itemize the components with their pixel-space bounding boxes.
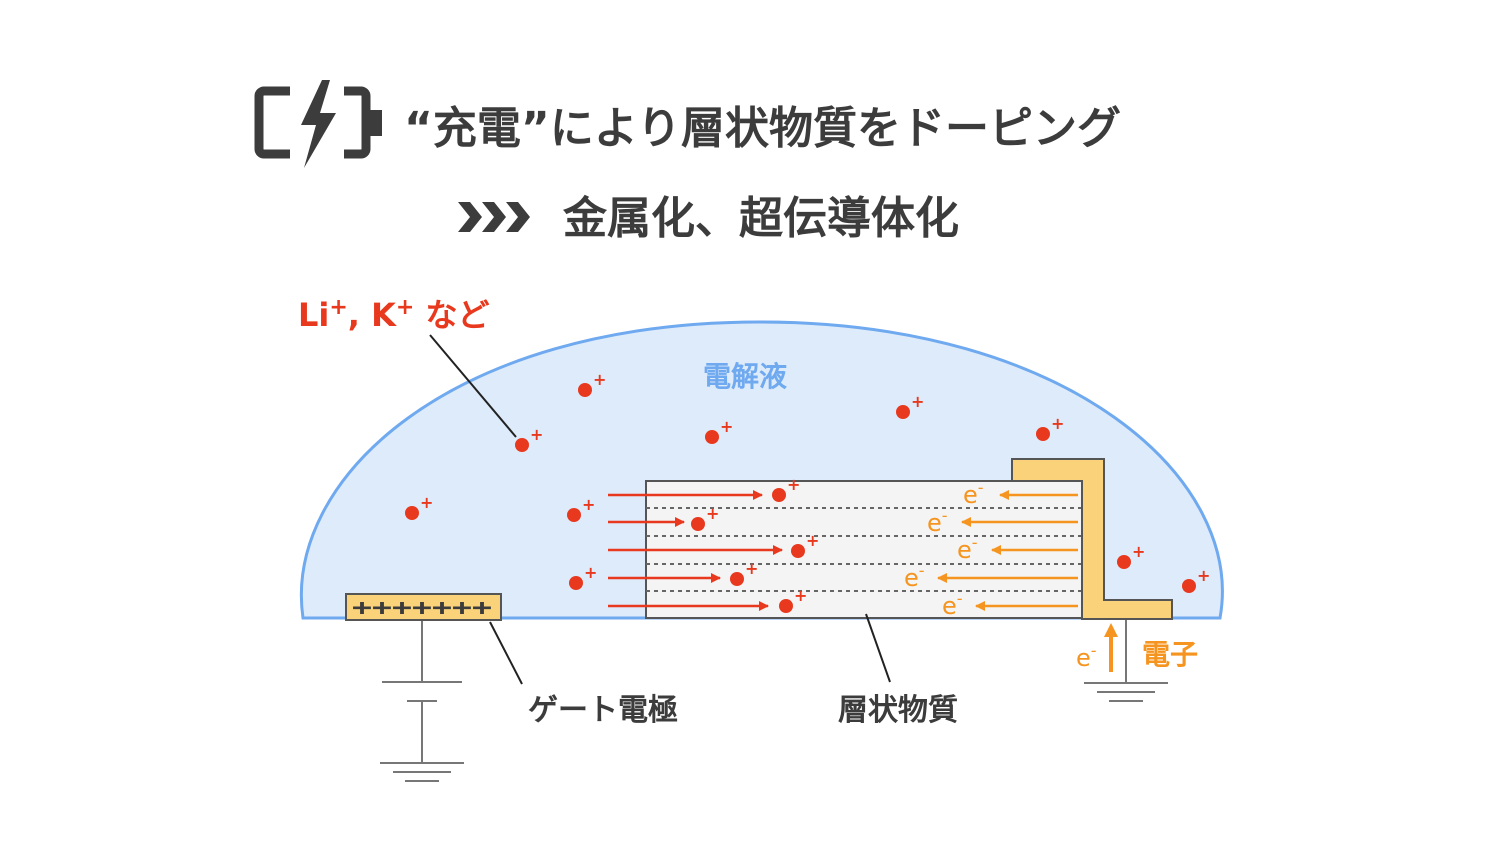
ion: + <box>405 493 433 520</box>
ground-icon <box>1084 682 1168 702</box>
gate-circuit <box>382 621 462 763</box>
svg-text:+: + <box>593 370 606 389</box>
electron-inflow-label: e- <box>1076 641 1097 672</box>
svg-text:+: + <box>582 495 595 514</box>
ion: + <box>896 392 924 419</box>
ion-markers: + + + + + + + + + + + + + + + <box>405 370 1210 613</box>
electron-label-text: 電子 <box>1142 638 1198 671</box>
electrolyte-label: 電解液 <box>703 360 787 393</box>
svg-text:+: + <box>720 417 733 436</box>
ion: + <box>705 417 733 444</box>
svg-text:+: + <box>806 531 819 550</box>
ion: + <box>1182 566 1210 593</box>
ion-leader-line <box>429 334 517 438</box>
layered-material-label: 層状物質 <box>838 693 958 728</box>
ion: + <box>779 586 807 613</box>
ion: + <box>772 475 800 502</box>
svg-text:+: + <box>787 475 800 494</box>
material-layers <box>646 507 1082 592</box>
svg-text:+: + <box>1132 542 1145 561</box>
battery-charging-icon <box>254 80 382 168</box>
electron-label: e- <box>942 589 963 620</box>
ion-arrows <box>608 490 783 611</box>
svg-text:+: + <box>584 563 597 582</box>
electron-arrows <box>937 490 1078 611</box>
svg-text:Li+, K+ など: Li+, K+ など <box>298 295 489 334</box>
triple-chevron-icon <box>458 202 530 232</box>
gate-electrode-label: ゲート電極 <box>528 693 678 728</box>
ion: + <box>569 563 597 590</box>
gate-electrode <box>345 593 502 621</box>
ion: + <box>691 504 719 531</box>
electron-label: e- <box>963 478 984 509</box>
ion: + <box>567 495 595 522</box>
gate-charges: +++++++ <box>352 596 492 621</box>
ion: + <box>1117 542 1145 569</box>
material-leader-line <box>865 613 891 683</box>
ion: + <box>578 370 606 397</box>
drain-electrode <box>1011 458 1173 620</box>
ion: + <box>1036 414 1064 441</box>
title-line-2: 金属化、超伝導体化 <box>562 193 959 244</box>
ion-label: Li+, K+ など <box>298 295 489 334</box>
title-line-1: “充電”により層状物質をドーピング <box>404 103 1121 154</box>
svg-text:+: + <box>911 392 924 411</box>
ion: + <box>730 559 758 586</box>
electron-label: e- <box>904 561 925 592</box>
svg-text:+: + <box>1051 414 1064 433</box>
ion: + <box>791 531 819 558</box>
svg-text:+: + <box>794 586 807 605</box>
electron-label: e- <box>927 506 948 537</box>
ground-icon <box>380 762 464 782</box>
electron-label: e- <box>957 533 978 564</box>
svg-text:+: + <box>1197 566 1210 585</box>
svg-text:+: + <box>530 425 543 444</box>
svg-text:+: + <box>745 559 758 578</box>
svg-text:+: + <box>706 504 719 523</box>
svg-text:+: + <box>420 493 433 512</box>
electron-labels: e- e- e- e- e- <box>904 478 984 620</box>
gate-leader-line <box>489 621 523 685</box>
ion: + <box>515 425 543 452</box>
